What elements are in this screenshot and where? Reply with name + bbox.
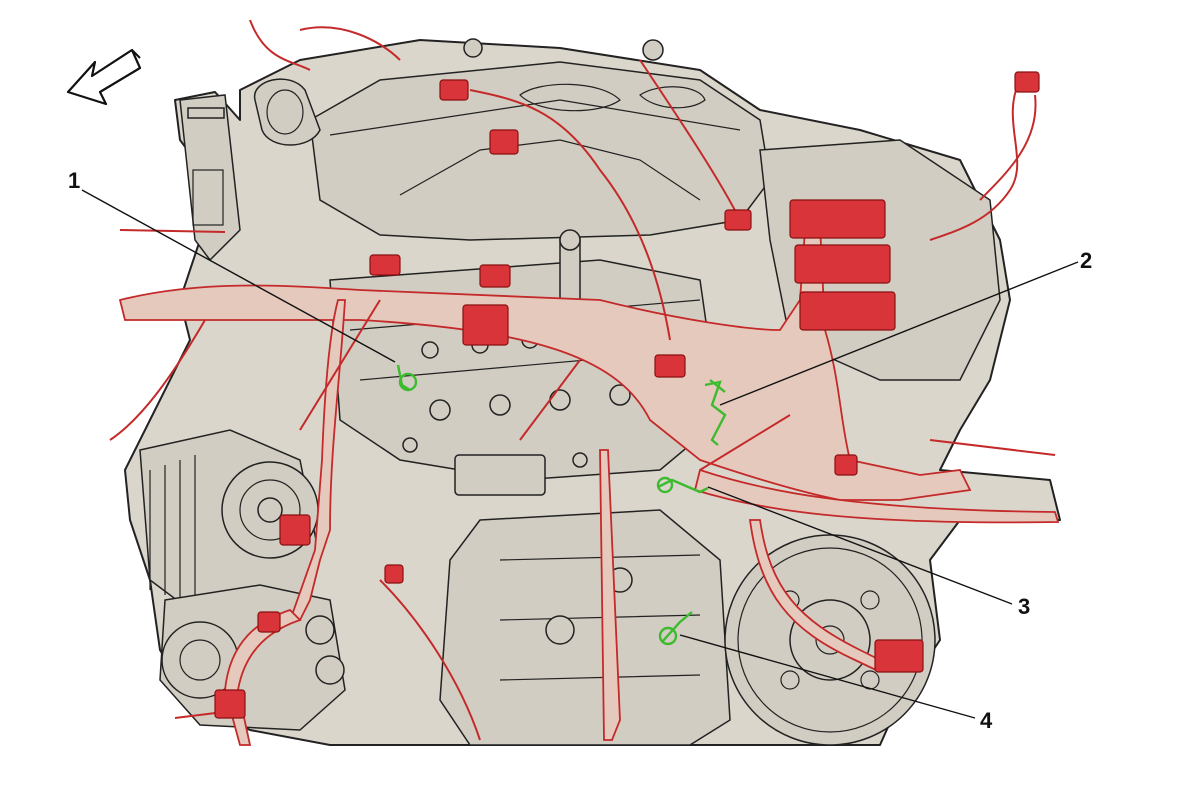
connector-ecm-pigtail	[724, 209, 752, 231]
ground-1-icon	[396, 364, 418, 392]
ground-straps	[396, 364, 727, 646]
connector-crank-sensor	[874, 639, 924, 673]
connector-left-upper	[369, 254, 401, 276]
connector-ac-compressor	[214, 689, 246, 719]
connector-alternator	[279, 514, 311, 546]
connector-top-right	[1014, 71, 1040, 93]
leader-line-2	[719, 261, 1079, 406]
connector-center-upper	[479, 264, 511, 288]
wiring-harness	[109, 19, 1060, 746]
callout-4-label: 4	[980, 708, 993, 733]
callout-2-label: 2	[1080, 248, 1092, 273]
callout-1-label: 1	[68, 168, 80, 193]
ac-compressor	[159, 584, 346, 731]
alternator	[139, 429, 321, 611]
connector-center	[462, 304, 509, 346]
connector-ecm-1	[789, 199, 886, 239]
ground-3-icon	[656, 476, 709, 494]
connector-intake	[439, 79, 469, 101]
connector-ecm-3	[799, 291, 896, 331]
harness-connectors	[214, 71, 1040, 719]
front-arrow-icon	[66, 48, 142, 106]
leader-line-1	[81, 189, 396, 363]
leader-line-4	[679, 634, 976, 719]
connector-right-mid	[654, 354, 686, 378]
leader-line-3	[707, 486, 1013, 605]
callouts: 1 2 3 4	[68, 168, 1092, 733]
connector-block-left	[384, 564, 404, 584]
connector-throttle	[489, 129, 519, 155]
callout-3-label: 3	[1018, 594, 1030, 619]
ground-2-icon	[704, 379, 727, 446]
connector-right-low	[834, 454, 858, 476]
connector-ecm-2	[794, 244, 891, 284]
ground-4-icon	[658, 611, 693, 646]
connector-lower-left	[257, 611, 281, 633]
